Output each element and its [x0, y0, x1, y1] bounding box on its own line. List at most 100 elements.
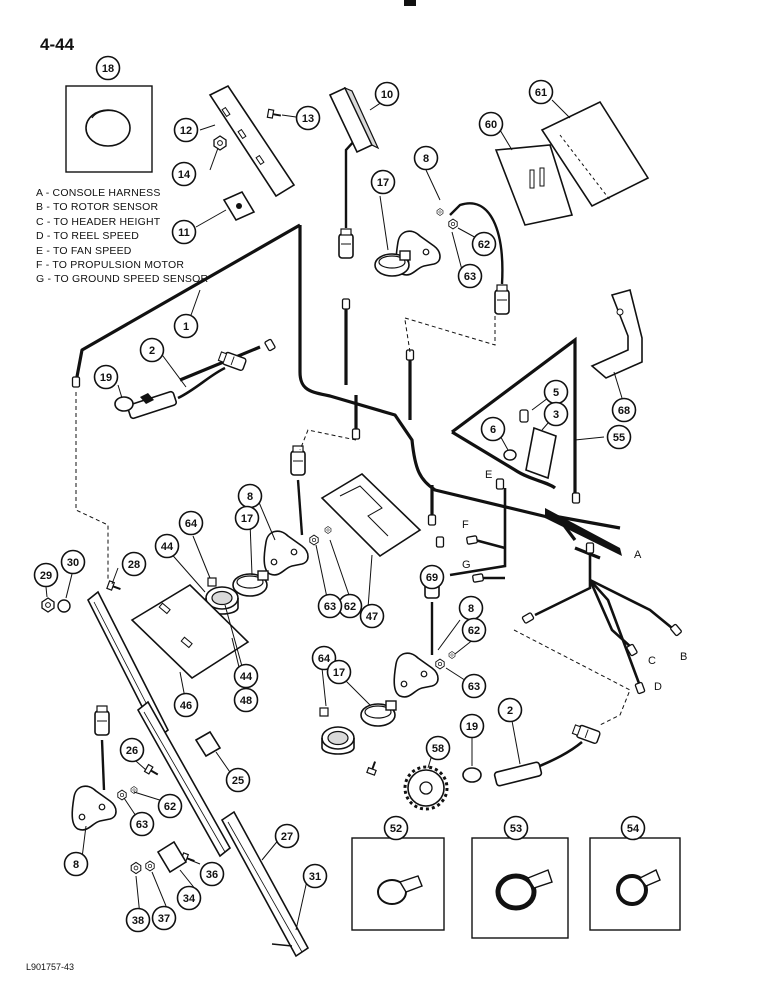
- callout-19: 19: [459, 713, 485, 739]
- part-44-lower: [321, 726, 355, 755]
- sensor-2-upper: [126, 338, 277, 420]
- callout-52: 52: [383, 815, 409, 841]
- callout-55: 55: [606, 424, 632, 450]
- callout-62: 62: [461, 617, 487, 643]
- callout-48: 48: [233, 687, 259, 713]
- callout-label: 2: [149, 345, 155, 357]
- callout-label: 2: [507, 705, 513, 717]
- callout-label: 6: [490, 424, 496, 436]
- callout-63: 63: [129, 811, 155, 837]
- callout-label: 19: [100, 372, 112, 384]
- part-11: [222, 190, 256, 222]
- callout-64: 64: [311, 645, 337, 671]
- part-6: [503, 449, 517, 461]
- callout-label: 10: [381, 89, 393, 101]
- connector-letter-d: D: [654, 681, 662, 693]
- callout-label: 63: [136, 819, 148, 831]
- part-13: [266, 108, 283, 121]
- legend-item-g: G - TO GROUND SPEED SENSOR: [36, 273, 209, 286]
- callout-10: 10: [374, 81, 400, 107]
- callout-label: 44: [161, 541, 174, 553]
- callout-label: 46: [180, 700, 192, 712]
- callout-label: 18: [102, 63, 114, 75]
- part-17-top: [374, 250, 411, 277]
- part-17-low: [360, 700, 397, 727]
- callout-37: 37: [151, 905, 177, 931]
- legend-item-f: F - TO PROPULSION MOTOR: [36, 259, 185, 272]
- part-25: [194, 730, 222, 758]
- callout-69: 69: [419, 564, 445, 590]
- callout-label: 19: [466, 721, 478, 733]
- part-58: [403, 765, 449, 811]
- legend-item-a: A - CONSOLE HARNESS: [36, 187, 161, 199]
- callout-label: 30: [67, 557, 79, 569]
- callout-68: 68: [611, 397, 637, 423]
- callout-label: 38: [132, 915, 144, 927]
- connector-letter-f: F: [462, 519, 469, 531]
- callout-label: 63: [468, 681, 480, 693]
- callout-28: 28: [121, 551, 147, 577]
- callout-30: 30: [60, 549, 86, 575]
- callout-label: 68: [618, 405, 630, 417]
- main-harness: [74, 223, 621, 560]
- callout-3: 3: [543, 401, 569, 427]
- legend-item-e: E - TO FAN SPEED: [36, 244, 132, 257]
- callout-label: 37: [158, 913, 170, 925]
- bracket-wires: [100, 139, 504, 791]
- callout-19: 19: [93, 364, 119, 390]
- harness-55: [451, 336, 577, 495]
- connector-letter-b: B: [680, 651, 687, 663]
- callout-17: 17: [370, 169, 396, 195]
- callout-31: 31: [302, 863, 328, 889]
- part-60: [494, 144, 574, 226]
- callout-1: 1: [173, 313, 199, 339]
- part-12: [208, 84, 296, 198]
- callout-label: 64: [185, 518, 198, 530]
- rail-middle: [136, 700, 232, 858]
- callout-label: 63: [464, 271, 476, 283]
- callout-label: 62: [478, 239, 490, 251]
- callout-label: 12: [180, 125, 192, 137]
- callout-38: 38: [125, 907, 151, 933]
- part-46: [130, 583, 250, 680]
- callout-8: 8: [63, 851, 89, 877]
- callout-label: 31: [309, 871, 321, 883]
- callout-11: 11: [171, 219, 197, 245]
- callout-label: 62: [164, 801, 176, 813]
- callout-label: 36: [206, 869, 218, 881]
- part-61: [540, 100, 650, 208]
- callout-label: 60: [485, 119, 497, 131]
- callout-label: 17: [377, 177, 389, 189]
- callout-46: 46: [173, 692, 199, 718]
- console-harness-a: [545, 508, 622, 556]
- callout-63: 63: [317, 593, 343, 619]
- callout-25: 25: [225, 767, 251, 793]
- callout-44: 44: [233, 663, 259, 689]
- header-fragment: [404, 0, 416, 6]
- connector-letter-a: A: [634, 549, 642, 561]
- callout-14: 14: [171, 161, 197, 187]
- callout-26: 26: [119, 737, 145, 763]
- callout-label: 28: [128, 559, 140, 571]
- legend-item-c: C - TO HEADER HEIGHT: [36, 215, 161, 228]
- callout-label: 3: [553, 409, 559, 421]
- callout-label: 8: [247, 491, 253, 503]
- part-14: [213, 135, 227, 151]
- callout-8: 8: [237, 483, 263, 509]
- callout-5: 5: [543, 379, 569, 405]
- callout-44: 44: [154, 533, 180, 559]
- callout-label: 52: [390, 823, 402, 835]
- callout-label: 17: [333, 667, 345, 679]
- callout-2: 2: [139, 337, 165, 363]
- callout-label: 8: [423, 153, 429, 165]
- callout-label: 34: [183, 893, 196, 905]
- part-18-box: [65, 85, 153, 173]
- part-47: [320, 472, 422, 558]
- callout-6: 6: [480, 416, 506, 442]
- part-52-box: [351, 837, 445, 931]
- sensor-2-lower: [493, 722, 602, 787]
- callout-label: 5: [553, 387, 559, 399]
- part-8-right: [393, 652, 439, 698]
